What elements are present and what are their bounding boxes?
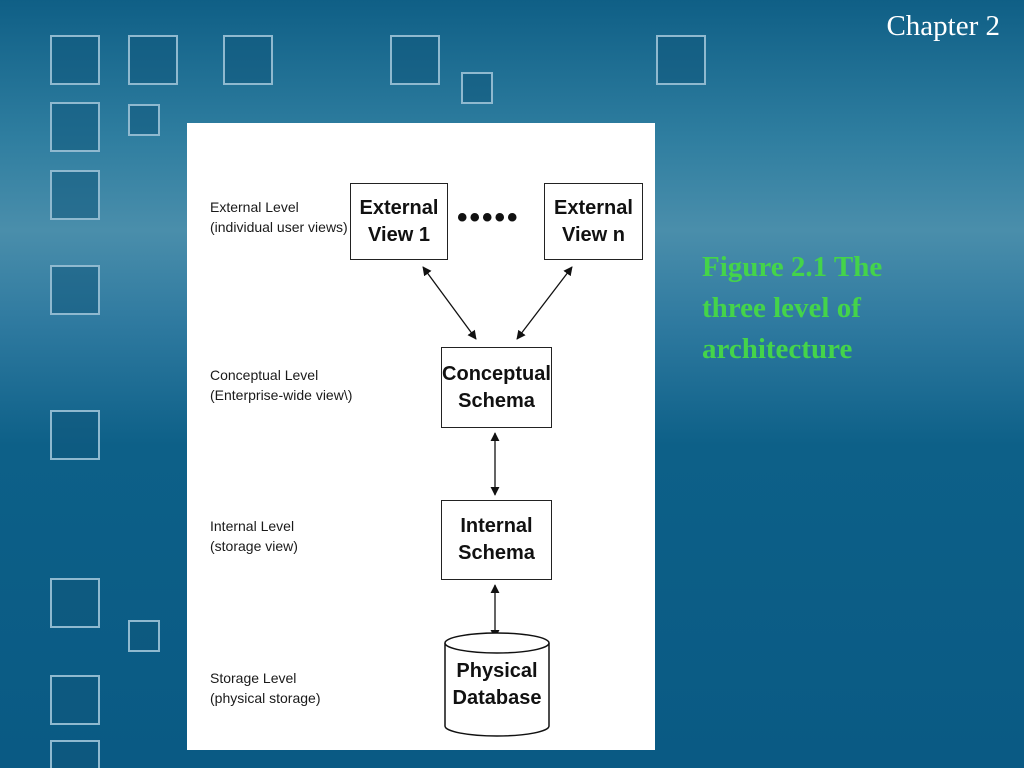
decor-square (50, 578, 100, 628)
database-cylinder (444, 643, 550, 737)
decor-square (50, 102, 100, 152)
physical-database-label: Physical Database (452, 660, 542, 709)
decor-square (390, 35, 440, 85)
chapter-label: Chapter 2 (886, 10, 1000, 42)
level-label-conceptual: Conceptual Level(Enterprise-wide view\) (210, 367, 353, 403)
arrow-externaln-conceptual (516, 266, 573, 340)
internal-schema-box: Internal Schema (441, 500, 552, 580)
decor-square (50, 740, 100, 768)
decor-square (128, 35, 178, 85)
database-cylinder-top (444, 632, 550, 654)
architecture-diagram: External Level(individual user views) Co… (187, 123, 655, 750)
arrow-external1-conceptual (422, 266, 477, 340)
figure-caption: Figure 2.1 The three level of architectu… (702, 251, 883, 365)
conceptual-schema-box: Conceptual Schema (441, 347, 552, 428)
decor-square (656, 35, 706, 85)
decor-square (223, 35, 273, 85)
decor-square (128, 620, 160, 652)
decor-square (50, 170, 100, 220)
level-label-internal: Internal Level(storage view) (210, 518, 298, 554)
level-label-external: External Level(individual user views) (210, 199, 348, 235)
level-label-storage: Storage Level(physical storage) (210, 670, 321, 706)
diagram-arrows (422, 266, 573, 737)
decor-square (50, 265, 100, 315)
decor-square (128, 104, 160, 136)
external-view-1-box: External View 1 (350, 183, 448, 260)
decor-square (50, 35, 100, 85)
external-view-n-box: External View n (544, 183, 643, 260)
decor-square (50, 410, 100, 460)
ellipsis-dots: ••••• (457, 201, 520, 234)
decor-square (461, 72, 493, 104)
decor-square (50, 675, 100, 725)
